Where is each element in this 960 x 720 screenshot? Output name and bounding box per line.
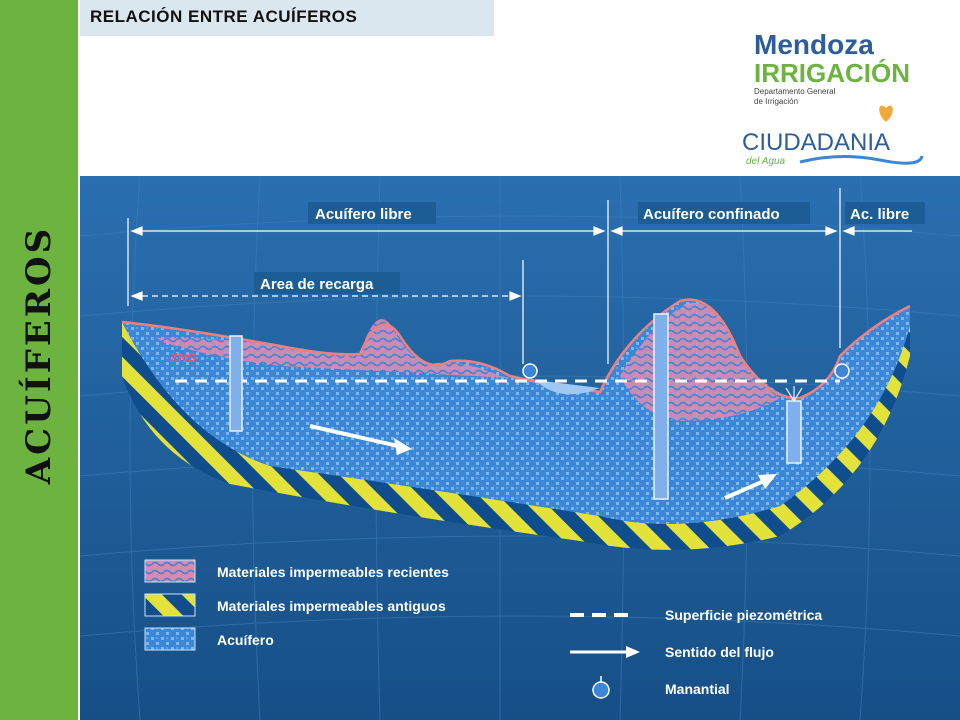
logo-ciudadania-text: CIUDADANIA	[742, 129, 890, 156]
well-center	[653, 313, 669, 500]
well-left	[229, 335, 243, 432]
spring-icon-right	[834, 363, 850, 379]
legend-label-flujo: Sentido del flujo	[665, 644, 774, 660]
spring-icon-left	[522, 363, 538, 379]
sidebar-title: ACUÍFEROS	[0, 0, 78, 720]
page-title: RELACIÓN ENTRE ACUÍFEROS	[90, 7, 358, 26]
legend-swatch-manantial	[592, 676, 610, 699]
legend-swatch-acuifero	[144, 627, 196, 651]
logo-irrigacion-text: IRRIGACIÓN	[754, 58, 910, 88]
logo-dept-line1: Departamento General	[754, 87, 836, 96]
artesian-spray-icon	[785, 386, 803, 402]
aquifer-diagram: Acuífero libre Acuífero confinado Ac. li…	[80, 176, 960, 720]
surface-water	[535, 380, 600, 395]
dimension-arrows	[130, 226, 912, 301]
zone-labels: Acuífero libre Acuífero confinado Ac. li…	[170, 202, 925, 365]
flow-arrow-left	[309, 424, 412, 455]
legend-label-acuifero: Acuífero	[217, 632, 274, 648]
legend-label-antiguos: Materiales impermeables antiguos	[217, 598, 446, 614]
label-area-recarga: Area de recarga	[260, 276, 374, 293]
legend: Materiales impermeables recientes Materi…	[144, 559, 822, 699]
well-right	[786, 400, 802, 464]
legend-swatch-recientes	[144, 559, 196, 583]
legend-swatch-flujo	[570, 646, 640, 658]
logo-area: Mendoza IRRIGACIÓN Departamento General …	[742, 29, 924, 167]
legend-label-recientes: Materiales impermeables recientes	[217, 564, 449, 580]
legend-label-piezometrica: Superficie piezométrica	[665, 607, 822, 623]
sidebar-title-text: ACUÍFEROS	[19, 225, 59, 485]
mendoza-irrigacion-logo: Mendoza IRRIGACIÓN Departamento General …	[754, 29, 910, 106]
label-ac-libre: Ac. libre	[850, 206, 909, 223]
label-bg-area-recarga	[254, 272, 400, 294]
label-bg-acuifero-libre	[308, 202, 436, 224]
flow-arrow-right	[724, 474, 777, 500]
logo-dept-line2: de Irrigación	[754, 97, 798, 106]
label-bg-acuifero-confinado	[638, 202, 810, 224]
label-acuifero-confinado: Acuífero confinado	[643, 206, 780, 223]
division-lines	[127, 188, 841, 364]
label-bg-ac-libre	[845, 202, 925, 224]
header-bar: RELACIÓN ENTRE ACUÍFEROS	[80, 0, 494, 36]
legend-label-manantial: Manantial	[665, 681, 730, 697]
logo-mendoza-text: Mendoza	[754, 29, 874, 60]
label-zns: ZNS	[170, 350, 196, 365]
old-impermeable-layer	[122, 322, 910, 550]
label-acuifero-libre: Acuífero libre	[315, 206, 412, 223]
wave-icon	[799, 154, 924, 165]
logo-del-agua-text: del Agua	[746, 156, 786, 167]
legend-swatch-antiguos	[144, 593, 196, 617]
heart-icon	[879, 105, 893, 122]
ciudadania-logo: CIUDADANIA del Agua	[742, 105, 924, 167]
sidebar	[0, 0, 78, 720]
recent-impermeable-left	[150, 319, 510, 378]
